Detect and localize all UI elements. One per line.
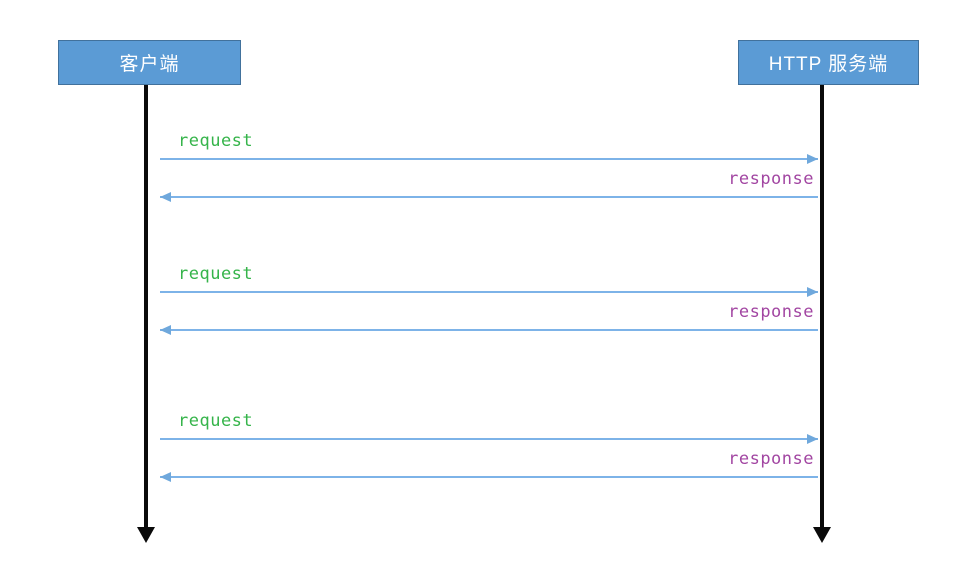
participant-label-client: 客户端	[119, 54, 180, 75]
lifeline-end-arrow-icon-client	[137, 527, 155, 543]
message-line	[160, 329, 818, 331]
participant-box-client[interactable]: 客户端	[58, 40, 241, 85]
lifeline-client	[144, 85, 148, 528]
lifeline-end-arrow-icon-server	[813, 527, 831, 543]
arrow-right-icon	[807, 434, 818, 444]
message-label-request: request	[178, 131, 254, 151]
message-line	[160, 196, 818, 198]
participant-label-server: HTTP 服务端	[768, 54, 889, 75]
message-label-response: response	[728, 302, 814, 322]
message-line	[160, 291, 818, 293]
arrow-right-icon	[807, 287, 818, 297]
message-label-response: response	[728, 449, 814, 469]
message-label-request: request	[178, 264, 254, 284]
message-line	[160, 476, 818, 478]
message-label-response: response	[728, 169, 814, 189]
message-line	[160, 158, 818, 160]
message-line	[160, 438, 818, 440]
arrow-left-icon	[160, 325, 171, 335]
arrow-right-icon	[807, 154, 818, 164]
participant-box-server[interactable]: HTTP 服务端	[738, 40, 919, 85]
arrow-left-icon	[160, 472, 171, 482]
message-label-request: request	[178, 411, 254, 431]
arrow-left-icon	[160, 192, 171, 202]
lifeline-server	[820, 85, 824, 528]
